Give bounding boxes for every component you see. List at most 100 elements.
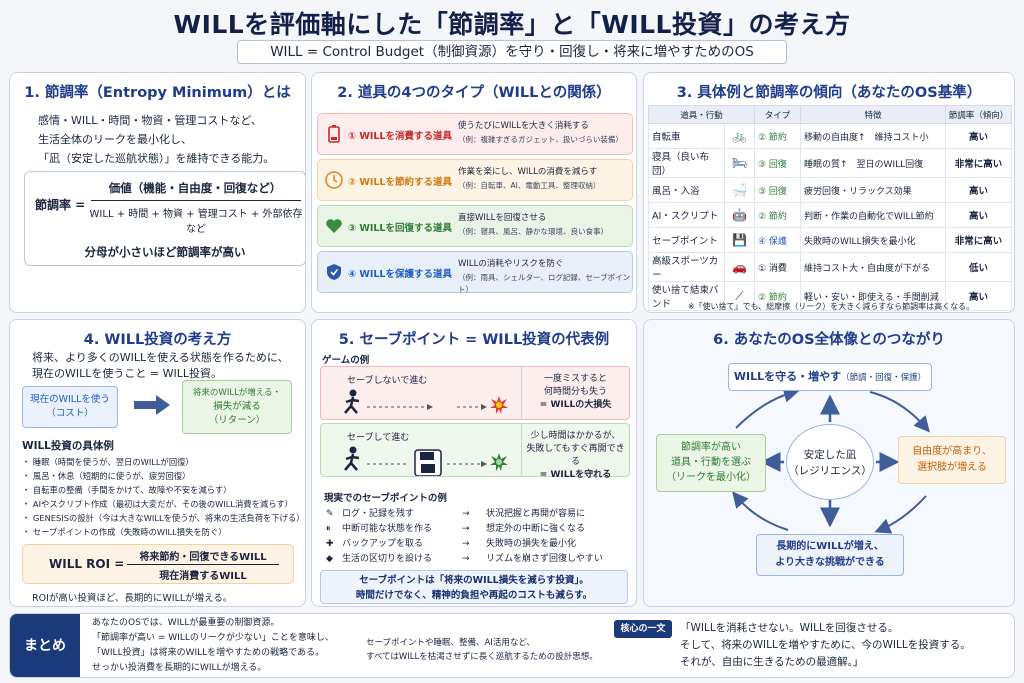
runner-no-save-icon bbox=[344, 389, 508, 414]
list-heading: 現実でのセーブポイントの例 bbox=[324, 493, 447, 504]
return-box: 将来のWILLが増える・ 損失が減る （リターン） bbox=[182, 380, 292, 434]
bed-icon: 🛏 bbox=[724, 148, 755, 178]
arrow-icon: → bbox=[462, 539, 470, 549]
table-footnote: ※「使い捨て」でも、総摩擦（リーク）を大きく減らすなら節調率は高くなる。 bbox=[687, 302, 975, 311]
list-item: ✎ ログ・記録を残す → 状況把握と再開が容易に bbox=[324, 507, 634, 522]
cell-name: 風呂・入浴 bbox=[648, 177, 725, 203]
intro-line: 将来、より多くのWILLを使える状態を作るために、 bbox=[32, 351, 289, 364]
table-row: 寝具（良い布団）🛏③ 回復睡眠の質↑ 翌日のWILL回復非常に高い bbox=[648, 148, 1012, 178]
list-item: ・ セーブポイントの作成（失敗時のWILL損失を防ぐ） bbox=[22, 527, 227, 537]
type-name: ② WILLを節約する道具 bbox=[348, 177, 452, 188]
result-line: 失敗してもすぐ再開できる bbox=[526, 444, 625, 467]
entropy-description: 感情・WILL・時間・物資・管理コストなど、 生活全体のリークを最小化し、 「凪… bbox=[38, 111, 300, 168]
table-row: AI・スクリプト🤖② 節約判断・作業の自動化でWILL節約高い bbox=[648, 202, 1012, 228]
return-line: 損失が減る bbox=[213, 401, 261, 412]
panel-heading: 6. あなたのOS全体像とのつながり bbox=[713, 332, 945, 348]
panel-os-overview: 6. あなたのOS全体像とのつながり WILLを守る・増やす（節調・回復・保護）… bbox=[643, 319, 1015, 607]
fraction-line bbox=[127, 564, 279, 565]
cell-type: ② 節約 bbox=[754, 123, 801, 149]
cycle-arrows bbox=[732, 386, 930, 534]
item-right: リズムを崩さず回復しやすい bbox=[486, 554, 603, 564]
type-description: 作業を楽にし、WILLの消費を減らす （例：自転車、AI、電動工具、整理収納） bbox=[458, 165, 630, 192]
list-item: ✚ バックアップを取る → 失敗時の損失を最小化 bbox=[324, 537, 634, 552]
robot-icon: 🤖 bbox=[724, 202, 755, 228]
cell-feature: 失敗時のWILL損失を最小化 bbox=[800, 227, 946, 253]
panel-heading: 3. 具体例と節調率の傾向（あなたのOS基準） bbox=[676, 85, 982, 101]
cell-rate: 高い bbox=[945, 123, 1012, 149]
cell-name: セーブポイント bbox=[648, 227, 725, 253]
node-line: 自由度が高まり、 bbox=[912, 446, 992, 457]
panel-heading: 1. 節調率（Entropy Minimum）とは bbox=[24, 85, 291, 101]
node-text: WILLを守る・増やす bbox=[733, 370, 842, 383]
desc-line: 「凪（安定した巡航状態）」を維持できる能力。 bbox=[38, 152, 275, 165]
game-heading: ゲームの例 bbox=[322, 355, 370, 366]
node-subtext: （節調・回復・保護） bbox=[841, 373, 927, 383]
column-header: 節調率（傾向） bbox=[945, 105, 1012, 124]
pause-icon: ⏸ bbox=[326, 524, 331, 534]
examples-table: 道具・行動 タイプ 特徴 節調率（傾向） 自転車🚲② 節約移動の自由度↑ 維持コ… bbox=[648, 105, 1012, 311]
node-line: 道具・行動を選ぶ bbox=[671, 457, 751, 468]
scene-illustration: セーブしないで進む bbox=[321, 367, 523, 419]
footer-line: セーブポイントは「将来のWILL損失を減らす投資」。 bbox=[359, 575, 589, 586]
summary-line: 「節調率が高い = WILLのリークが少ない」ことを意味し、 bbox=[92, 633, 334, 643]
cell-rate: 高い bbox=[945, 177, 1012, 203]
type-save: ② WILLを節約する道具 作業を楽にし、WILLの消費を減らす （例：自転車、… bbox=[317, 159, 633, 201]
cost-box: 現在のWILLを使う （コスト） bbox=[22, 386, 118, 428]
formula-denominator: WILL + 時間 + 物資 + 管理コスト + 外部依存など bbox=[89, 209, 303, 235]
table-row: 使い捨て結束バンド⟋② 節約軽い・安い・即使える・手間削減高い bbox=[648, 281, 1012, 311]
item-right: 状況把握と再開が容易に bbox=[486, 509, 586, 519]
cell-rate: 低い bbox=[945, 252, 1012, 282]
panel-heading: 4. WILL投資の考え方 bbox=[83, 332, 232, 348]
node-line: 長期的にWILLが増え、 bbox=[776, 541, 884, 552]
roi-label: WILL ROI = bbox=[49, 557, 125, 571]
panel-examples-table: 3. 具体例と節調率の傾向（あなたのOS基準） 道具・行動 タイプ 特徴 節調率… bbox=[643, 72, 1015, 313]
type-description: 直接WILLを回復させる （例：寝具、風呂、静かな環境、良い食事） bbox=[458, 211, 630, 238]
scene-result: 一度ミスすると 何時間分も失う = WILLの大損失 bbox=[521, 367, 629, 419]
cell-name: AI・スクリプト bbox=[648, 202, 725, 228]
item-left: 中断可能な状態を作る bbox=[342, 524, 433, 534]
node-protect-grow: WILLを守る・増やす（節調・回復・保護） bbox=[728, 363, 932, 391]
list-item: ・ GENESISの設計（今は大きなWILLを使うが、将来の生活負荷を下げる） bbox=[22, 513, 305, 523]
cell-name: 使い捨て結束バンド bbox=[648, 281, 725, 311]
runner-with-save-icon bbox=[344, 446, 508, 476]
formula-note: 分母が小さいほど節調率が高い bbox=[84, 245, 246, 259]
type-description: WILLの消耗やリスクを防ぐ （例：雨具、シェルター、ログ記録、セーブポイント） bbox=[458, 257, 630, 296]
roi-denominator: 現在消費するWILL bbox=[159, 571, 247, 582]
summary-line: すべてはWILLを枯渇させずに長く巡航するための設計思想。 bbox=[366, 652, 598, 662]
type-desc: 使うたびにWILLを大きく消耗する bbox=[458, 121, 589, 131]
cell-rate: 高い bbox=[945, 281, 1012, 311]
quote-line: それが、自由に生きるための最適解。」 bbox=[680, 656, 864, 668]
scene-with-save: セーブして進む 少し時間はかかるが、 失敗してもすぐ再開できる = WILLを守… bbox=[320, 423, 630, 480]
panel-heading: 2. 道具の4つのタイプ（WILLとの関係） bbox=[337, 85, 611, 101]
cell-type: ② 節約 bbox=[754, 202, 801, 228]
cell-name: 高級スポーツカー bbox=[648, 252, 725, 282]
type-recover: ③ WILLを回復する道具 直接WILLを回復させる （例：寝具、風呂、静かな環… bbox=[317, 205, 633, 247]
bath-icon: 🛁 bbox=[724, 177, 755, 203]
cell-feature: 疲労回復・リラックス効果 bbox=[800, 177, 946, 203]
real-save-points: 現実でのセーブポイントの例 ✎ ログ・記録を残す → 状況把握と再開が容易に ⏸… bbox=[324, 490, 634, 567]
return-line: 将来のWILLが増える・ bbox=[192, 388, 282, 398]
page-title: WILLを評価軸にした「節調率」と「WILL投資」の考え方 bbox=[173, 10, 851, 39]
scene-label: セーブしないで進む bbox=[347, 376, 428, 386]
document-icon: ✎ bbox=[326, 509, 334, 519]
cell-type: ③ 回復 bbox=[754, 177, 801, 203]
type-name: ③ WILLを回復する道具 bbox=[348, 223, 452, 234]
summary-line: 「WILL投資」は将来のWILLを増やすための戦略である。 bbox=[92, 648, 325, 658]
node-select-tools: 節調率が高い 道具・行動を選ぶ （リークを最小化） bbox=[656, 434, 766, 492]
cell-feature: 判断・作業の自動化でWILL節約 bbox=[800, 202, 946, 228]
desc-line: 生活全体のリークを最小化し、 bbox=[38, 133, 192, 146]
roi-note: ROIが高い投資ほど、長期的にWILLが増える。 bbox=[32, 593, 233, 604]
checkpoint-icon: ◆ bbox=[326, 554, 333, 564]
column-header: 道具・行動 bbox=[648, 105, 755, 124]
type-example: （例：複雑すぎるガジェット、扱いづらい装備） bbox=[458, 135, 623, 144]
type-desc: 作業を楽にし、WILLの消費を減らす bbox=[458, 167, 598, 177]
panel-tool-types: 2. 道具の4つのタイプ（WILLとの関係） ① WILLを消費する道具 使うた… bbox=[311, 72, 637, 313]
node-line: （リークを最小化） bbox=[666, 472, 756, 483]
cell-feature: 移動の自由度↑ 維持コスト小 bbox=[800, 123, 946, 149]
type-desc: 直接WILLを回復させる bbox=[458, 213, 547, 223]
item-right: 想定外の中断に強くなる bbox=[486, 524, 586, 534]
type-protect: ④ WILLを保護する道具 WILLの消耗やリスクを防ぐ （例：雨具、シェルター… bbox=[317, 251, 633, 296]
type-example: （例：雨具、シェルター、ログ記録、セーブポイント） bbox=[458, 273, 630, 294]
fraction-line bbox=[91, 200, 301, 201]
arrow-icon: → bbox=[462, 524, 470, 534]
